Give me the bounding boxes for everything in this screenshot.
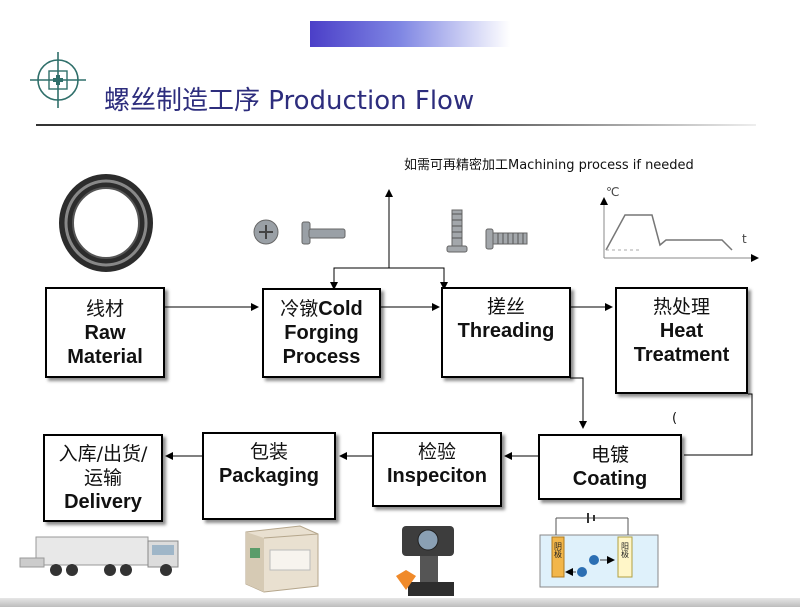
raw-material-en-2: Material [67,345,143,368]
stray-mark: ( [672,411,678,426]
machining-loop [333,267,445,290]
heat-treatment-en-1: Heat [659,320,704,342]
packaging-cn: 包装 [249,441,288,463]
step-delivery: 入库/出货/ 运输 Delivery [43,434,163,522]
page-title: 螺丝制造工序 Production Flow [104,86,475,116]
delivery-cn-2: 运输 [83,467,122,489]
title-underline [36,124,756,126]
step-threading: 搓丝 Threading [441,287,571,378]
step-raw-material: 线材 Raw Material [45,287,165,378]
inspection-cn: 检验 [417,441,456,463]
anode-label: 阳极 [621,542,630,559]
carton-box-image [245,525,319,593]
step-heat-treatment: 热处理 Heat Treatment [615,287,748,394]
cold-forging-line-1: 冷镦Cold [280,297,362,321]
header-gradient-bar [310,21,510,47]
coating-cn: 电镀 [590,444,629,466]
packaging-en-1: Packaging [218,465,320,487]
heat-chart-y-label: ℃ [606,185,619,199]
cold-forged-blank-image [253,219,346,245]
delivery-truck-image [19,536,179,576]
coating-en-1: Coating [572,468,648,490]
heat-treatment-cn: 热处理 [652,296,710,318]
heat-to-coating-line [684,393,753,456]
cathode-label: 阴极 [554,542,563,559]
step-coating: 电镀 Coating [538,434,682,500]
threaded-screw-image [446,209,528,253]
heat-treatment-en-2: Treatment [633,344,730,366]
plating-cell-image: 阴极 阳极 [539,513,659,588]
heat-treatment-chart: ℃ t [600,185,759,262]
flow-arrows [165,189,753,460]
optical-comparator-image [396,526,454,596]
wire-coil-image [59,174,153,272]
cold-forging-cn: 冷镦 [280,298,319,320]
bottom-bar [0,598,800,607]
step-cold-forging: 冷镦Cold Forging Process [262,288,381,378]
inspection-en-1: Inspeciton [386,465,487,487]
arrow-threading-to-coating [570,377,587,429]
raw-material-en-1: Raw [84,321,126,344]
threading-cn: 搓丝 [486,296,525,318]
heat-chart-x-label: t [742,232,747,246]
threading-en-1: Threading [457,320,555,342]
step-inspection: 检验 Inspeciton [372,432,502,507]
cold-forging-en-1: Forging [284,322,359,344]
machining-note: 如需可再精密加工Machining process if needed [404,158,694,173]
raw-material-cn: 线材 [85,297,124,320]
delivery-en-1: Delivery [64,491,142,513]
delivery-cn-1: 入库/出货/ [58,443,148,465]
cold-forging-en-0: Cold [318,298,363,320]
cold-forging-en-2: Process [282,346,361,368]
step-packaging: 包装 Packaging [202,432,336,520]
